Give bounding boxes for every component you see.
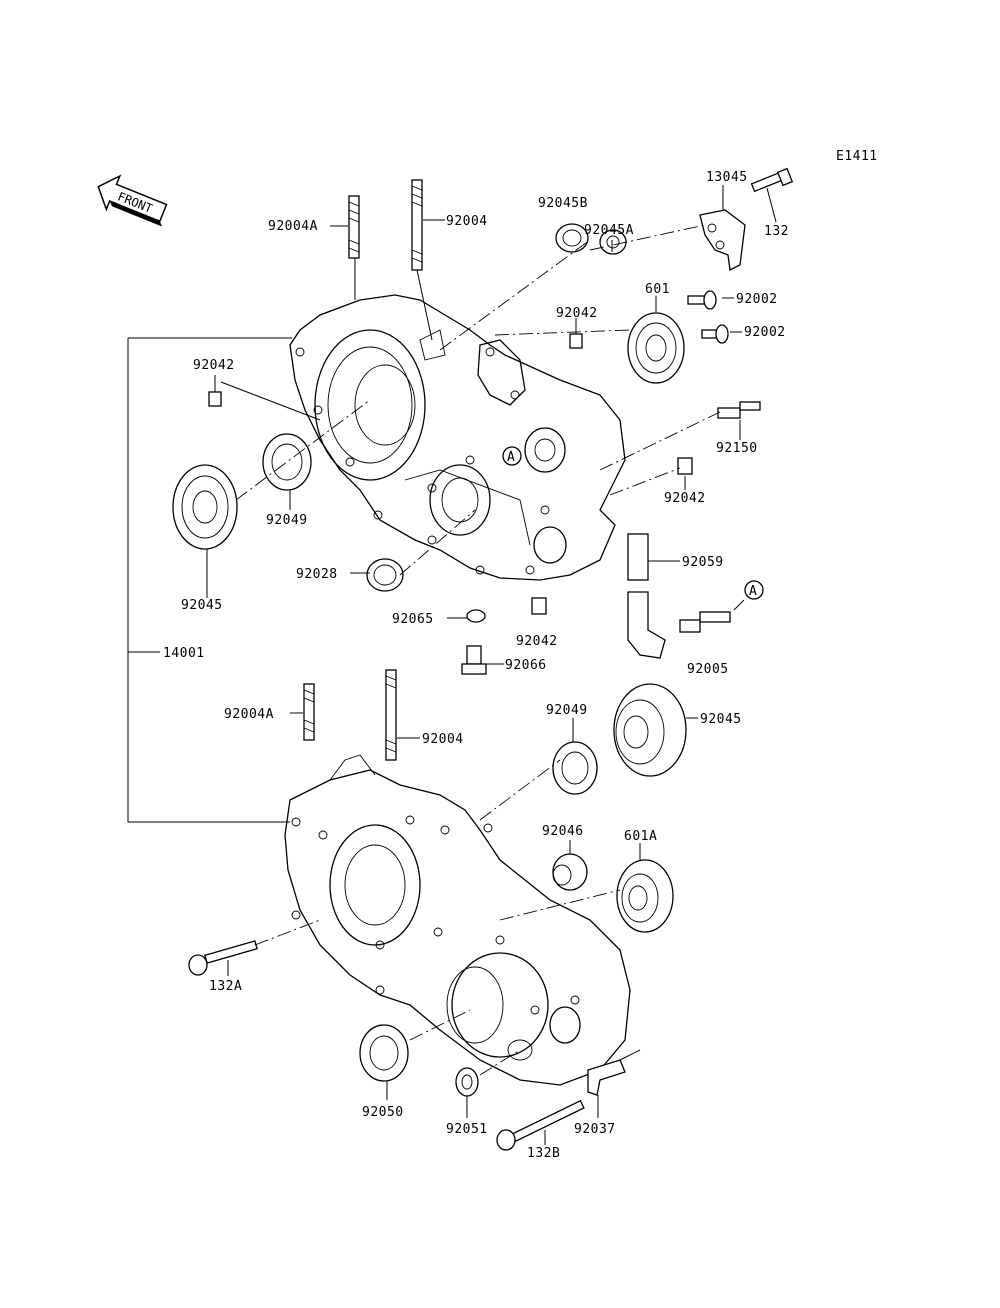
- seal-92045B: [555, 223, 589, 253]
- label-92042-d: 92042: [516, 634, 558, 649]
- bolt-132-top: [750, 167, 794, 193]
- label-92045-bottom: 92045: [700, 712, 742, 727]
- fitting-92150: [717, 401, 761, 419]
- bracket-13045: [699, 209, 746, 271]
- bearing-601: [627, 312, 685, 384]
- label-92004-bottom: 92004: [422, 732, 464, 747]
- diagram-code: E1411: [836, 149, 878, 164]
- label-92045B: 92045B: [538, 196, 588, 211]
- lower-crankcase-half: [284, 754, 631, 1086]
- label-132A: 132A: [209, 979, 242, 994]
- leader-lines: [127, 185, 777, 1145]
- bearing-92045-top: [172, 464, 238, 550]
- label-601A: 601A: [624, 829, 657, 844]
- bolt-92002-b: [701, 324, 729, 344]
- label-92004A-bottom: 92004A: [224, 707, 274, 722]
- label-132: 132: [764, 224, 789, 239]
- ref-a-callout: A: [507, 450, 515, 465]
- bushing-92028: [366, 558, 404, 592]
- hose-92059: [627, 533, 666, 659]
- washer-92065: [466, 609, 486, 623]
- label-92065: 92065: [392, 612, 434, 627]
- label-92004A-top: 92004A: [268, 219, 318, 234]
- label-92045-top: 92045: [181, 598, 223, 613]
- label-92066: 92066: [505, 658, 547, 673]
- plug-92066: [461, 645, 487, 675]
- seal-92049-top: [262, 433, 312, 491]
- label-92042-a: 92042: [556, 306, 598, 321]
- front-arrow-icon: FRONT: [97, 174, 168, 227]
- stud-92004-top: [411, 179, 423, 271]
- bearing-601A: [616, 859, 674, 933]
- needle-bearing-92046: [552, 853, 588, 891]
- stud-92004A-top: [348, 195, 360, 259]
- label-92046: 92046: [542, 824, 584, 839]
- ref-a2-callout: A: [749, 584, 757, 599]
- label-92042-b: 92042: [193, 358, 235, 373]
- label-92051: 92051: [446, 1122, 488, 1137]
- label-92002-a: 92002: [736, 292, 778, 307]
- stud-92004A-bottom: [303, 683, 315, 741]
- label-92049-bottom: 92049: [546, 703, 588, 718]
- label-92037: 92037: [574, 1122, 616, 1137]
- dowel-92042-b: [208, 391, 222, 407]
- dowel-92042-c: [677, 457, 693, 475]
- seal-92051: [455, 1067, 479, 1097]
- label-92028: 92028: [296, 567, 338, 582]
- label-601: 601: [645, 282, 670, 297]
- label-13045: 13045: [706, 170, 748, 185]
- part-labels: 13045 132 92004A 92004 92045B 92045A 601…: [163, 170, 789, 1161]
- dowel-92042-a: [569, 333, 583, 349]
- dowel-92042-d: [531, 597, 547, 615]
- label-92050: 92050: [362, 1105, 404, 1120]
- label-92005: 92005: [687, 662, 729, 677]
- bolt-92002-a: [687, 290, 717, 310]
- label-92049-top: 92049: [266, 513, 308, 528]
- bearing-92045-bottom: [613, 683, 687, 777]
- seal-92049-bottom: [552, 741, 598, 795]
- bolt-132A: [188, 940, 258, 976]
- label-92045A: 92045A: [584, 223, 634, 238]
- fitting-92005: A: [679, 580, 764, 633]
- label-92042-c: 92042: [664, 491, 706, 506]
- label-132B: 132B: [527, 1146, 560, 1161]
- label-92059: 92059: [682, 555, 724, 570]
- seal-92050: [359, 1024, 409, 1082]
- bolt-132B: [496, 1099, 585, 1151]
- label-14001: 14001: [163, 646, 205, 661]
- upper-crankcase-half: A: [289, 294, 626, 581]
- label-92004-top: 92004: [446, 214, 488, 229]
- clamp-92037: [587, 1059, 626, 1096]
- label-92002-b: 92002: [744, 325, 786, 340]
- stud-92004-bottom: [385, 669, 397, 761]
- label-92150: 92150: [716, 441, 758, 456]
